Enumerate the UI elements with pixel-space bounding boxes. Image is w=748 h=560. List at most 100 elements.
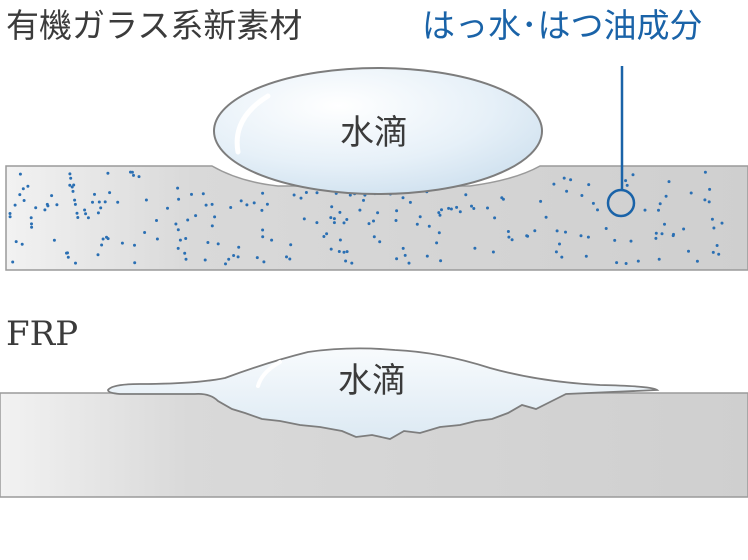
particle-dot (350, 261, 354, 265)
particle-dot (302, 217, 306, 221)
particle-dot (472, 207, 476, 210)
particle-dot (337, 250, 341, 253)
particle-dot (174, 222, 178, 226)
particle-dot (155, 219, 158, 222)
particle-dot (74, 261, 77, 265)
particle-dot (45, 202, 49, 206)
particle-dot (717, 252, 721, 256)
particle-dot (66, 255, 70, 259)
particle-dot (703, 170, 707, 174)
particle-dot (69, 176, 73, 180)
particle-dot (144, 198, 148, 202)
particle-dot (216, 242, 220, 246)
coated-surface-slab (5, 165, 748, 271)
particle-dot (93, 192, 96, 196)
beaded-water-droplet (213, 67, 543, 195)
particle-dot (425, 254, 429, 258)
particle-dot (703, 198, 707, 202)
particle-dot (50, 194, 54, 198)
particle-dot (407, 261, 411, 265)
particle-dot (470, 204, 473, 208)
particle-dot (34, 206, 38, 210)
particle-dot (103, 200, 107, 204)
particle-dot (427, 224, 431, 228)
particle-dot (55, 203, 59, 207)
particle-dot (261, 228, 265, 232)
particle-dot (84, 212, 88, 216)
particle-dot (418, 215, 422, 219)
particle-dot (558, 242, 561, 246)
particle-dot (29, 216, 33, 220)
particle-dot (97, 200, 101, 204)
particle-dot (643, 208, 647, 212)
particle-dot (636, 259, 640, 263)
particle-dot (73, 198, 77, 202)
particle-dot (587, 183, 591, 187)
particle-dot (455, 205, 459, 209)
particle-dot (707, 200, 711, 204)
particle-dot (194, 214, 198, 218)
particle-dot (96, 253, 100, 257)
particle-dot (712, 226, 716, 230)
particle-dot (510, 238, 514, 242)
particle-dot (330, 205, 334, 209)
particle-dot (255, 256, 259, 260)
particle-dot (367, 222, 371, 226)
particle-dot (71, 189, 75, 193)
spread-droplet-highlight (256, 360, 282, 388)
particle-dot (292, 193, 296, 197)
particle-dot (604, 227, 608, 230)
particle-dot (486, 206, 489, 210)
particle-dot (358, 208, 362, 212)
particle-dot (186, 218, 190, 222)
callout-label: はっ水･はつ油成分 (422, 6, 703, 45)
particle-dot (579, 234, 583, 238)
particle-dot (133, 243, 136, 247)
particle-dot (329, 216, 333, 220)
particle-dot (204, 203, 208, 207)
particle-dot (96, 211, 100, 215)
particle-dot (65, 251, 68, 255)
particle-dot (654, 231, 658, 235)
particle-dot (261, 235, 265, 239)
particle-dot (624, 262, 628, 265)
particle-dot (695, 259, 699, 263)
particle-dot (18, 193, 22, 197)
particle-dot (332, 217, 336, 221)
particle-dot (624, 179, 628, 183)
particle-dot (227, 257, 231, 261)
particle-dot (491, 250, 495, 254)
particle-dot (715, 244, 719, 247)
particle-dot (22, 199, 26, 202)
particle-dot (658, 202, 662, 206)
particle-dot (437, 231, 441, 235)
particle-dot (613, 238, 617, 242)
callout-target-ring (606, 188, 636, 218)
particle-dot (654, 236, 658, 240)
particle-dot (372, 219, 375, 223)
particle-dot (14, 240, 18, 244)
particle-dot (183, 251, 187, 255)
particle-dot (100, 243, 104, 247)
particle-dot (132, 173, 135, 177)
particle-dot (631, 173, 635, 177)
particle-dot (166, 206, 169, 210)
particle-dot (176, 186, 180, 190)
particle-dot (137, 175, 141, 179)
particle-dot (72, 183, 76, 187)
particle-dot (86, 216, 90, 220)
particle-dot (83, 208, 87, 212)
particle-dot (213, 215, 217, 219)
particle-dot (415, 222, 419, 226)
particle-dot (130, 170, 134, 174)
particle-dot (8, 215, 12, 219)
particle-dot (26, 184, 30, 188)
particle-dot (539, 199, 543, 203)
particle-dot (449, 207, 453, 211)
particle-dot (493, 216, 497, 220)
particle-dot (629, 239, 633, 243)
particle-dot (322, 235, 326, 238)
particle-dot (552, 182, 556, 186)
particle-dot (403, 253, 407, 257)
